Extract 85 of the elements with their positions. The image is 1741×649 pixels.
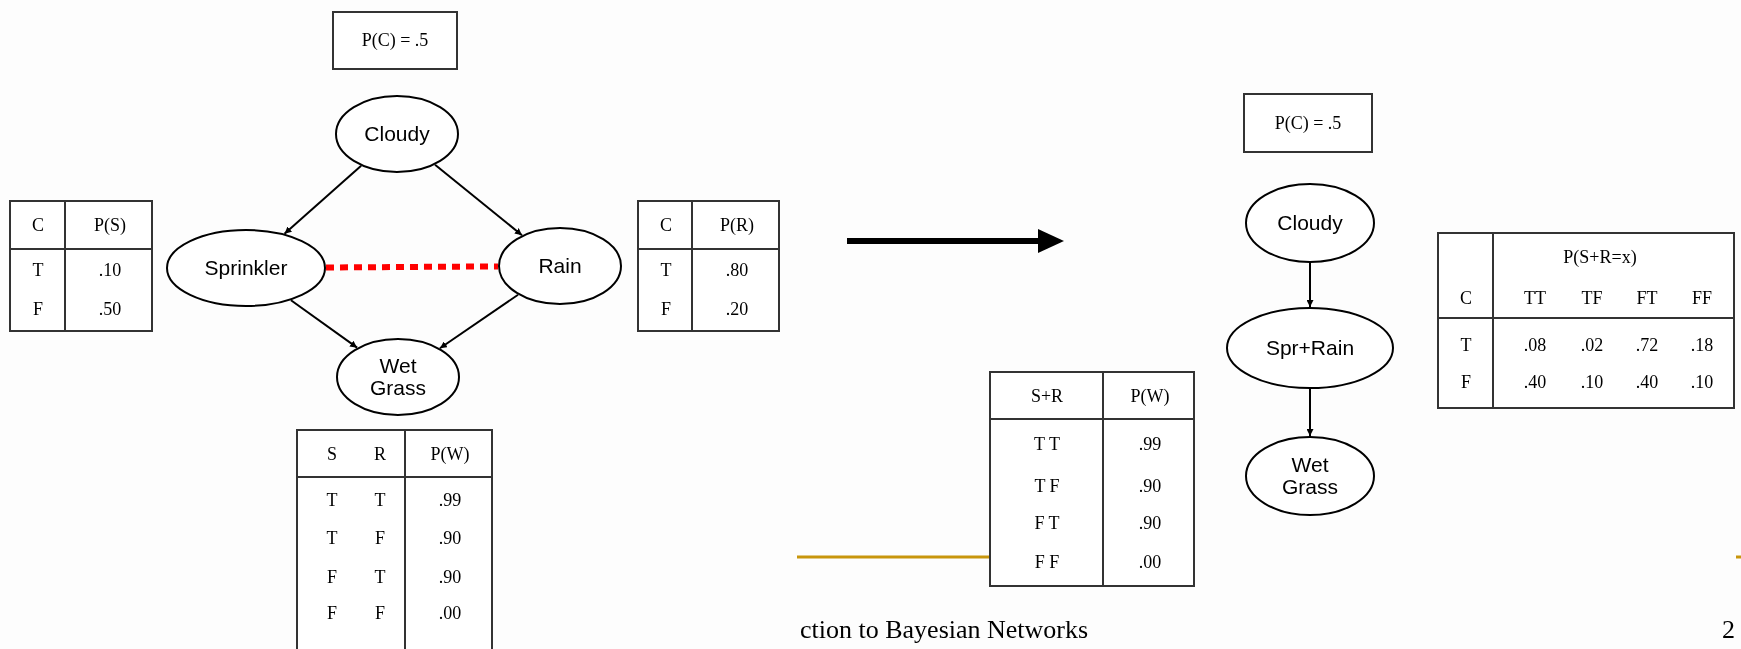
- table-cell: .20: [725, 299, 749, 319]
- ellipse-node: [1226, 307, 1394, 389]
- probability-table: [9, 200, 153, 332]
- table-cell: TT: [1524, 288, 1546, 308]
- table-cell: T: [326, 528, 338, 548]
- table-cell: .18: [1690, 335, 1714, 355]
- table-cell: .10: [1690, 372, 1714, 392]
- probability-table: [1437, 232, 1735, 409]
- ellipse-node: [166, 229, 326, 307]
- table-cell: .08: [1523, 335, 1547, 355]
- probability-text: P(C) = .5: [361, 29, 429, 52]
- table-cell: TF: [1581, 288, 1603, 308]
- table-cell: .72: [1635, 335, 1659, 355]
- probability-table: [989, 371, 1195, 587]
- arrow: [1306, 388, 1314, 437]
- ellipse-node: [498, 227, 622, 305]
- table-cell: F: [1461, 372, 1471, 392]
- table-cell: .90: [438, 528, 462, 548]
- table-cell: F F: [1034, 552, 1060, 572]
- probability-table: [637, 200, 780, 332]
- table-cell: .99: [438, 490, 462, 510]
- table-cell: .10: [1580, 372, 1604, 392]
- arrow: [283, 164, 363, 235]
- table-cell: F: [661, 299, 671, 319]
- table-cell: .99: [1138, 434, 1162, 454]
- node-label: Cloudy: [1276, 212, 1344, 234]
- table-cell: T: [32, 260, 44, 280]
- table-cell: P(W): [430, 444, 470, 464]
- table-cell: FT: [1636, 288, 1658, 308]
- node-label: Cloudy: [363, 123, 431, 145]
- table-cell: F: [327, 567, 337, 587]
- node-label: Wet Grass: [369, 355, 427, 399]
- arrow: [434, 163, 523, 237]
- arrow: [438, 293, 520, 350]
- table-cell: T: [660, 260, 672, 280]
- table-cell: .50: [98, 299, 122, 319]
- table-cell: F T: [1034, 513, 1060, 533]
- ellipse-node: [335, 95, 459, 173]
- node-label: Wet Grass: [1281, 454, 1339, 498]
- page-number: 2: [1722, 616, 1735, 644]
- table-cell: C: [32, 215, 44, 235]
- table-cell: .90: [438, 567, 462, 587]
- table-cell: T F: [1034, 476, 1060, 496]
- probability-box: [332, 11, 458, 70]
- table-cell: T T: [1034, 434, 1060, 454]
- ellipse-node: [1245, 183, 1375, 263]
- table-cell: .40: [1635, 372, 1659, 392]
- ellipse-node: [336, 338, 460, 416]
- arrow: [290, 299, 359, 349]
- table-cell: T: [374, 490, 386, 510]
- table-cell: FF: [1692, 288, 1712, 308]
- table-cell: C: [1460, 288, 1472, 308]
- table-cell: R: [374, 444, 386, 464]
- table-cell: F: [375, 528, 385, 548]
- probability-box: [1243, 93, 1373, 153]
- footer-text: ction to Bayesian Networks: [800, 616, 1089, 644]
- table-cell: T: [374, 567, 386, 587]
- node-label: Rain: [537, 255, 583, 277]
- table-cell: .40: [1523, 372, 1547, 392]
- node-label: Sprinkler: [203, 257, 289, 279]
- table-cell: .00: [438, 603, 462, 623]
- table-cell: P(R): [720, 215, 754, 235]
- table-cell: .80: [725, 260, 749, 280]
- table-cell: .10: [98, 260, 122, 280]
- table-cell: .90: [1138, 513, 1162, 533]
- table-cell: F: [327, 603, 337, 623]
- dotted-line: [325, 263, 499, 271]
- arrow: [1306, 262, 1314, 308]
- probability-table: [296, 429, 493, 649]
- table-cell: C: [660, 215, 672, 235]
- table-cell: T: [326, 490, 338, 510]
- table-cell: .00: [1138, 552, 1162, 572]
- table-cell: P(S+R=x): [1563, 247, 1637, 267]
- table-cell: .02: [1580, 335, 1604, 355]
- table-cell: S+R: [1030, 386, 1064, 406]
- table-cell: P(W): [1130, 386, 1170, 406]
- node-label: Spr+Rain: [1264, 337, 1356, 359]
- table-cell: S: [327, 444, 337, 464]
- ellipse-node: [1245, 436, 1375, 516]
- table-cell: T: [1460, 335, 1472, 355]
- table-cell: F: [375, 603, 385, 623]
- probability-text: P(C) = .5: [1274, 111, 1342, 135]
- table-cell: F: [33, 299, 43, 319]
- table-cell: P(S): [94, 215, 126, 235]
- table-cell: .90: [1138, 476, 1162, 496]
